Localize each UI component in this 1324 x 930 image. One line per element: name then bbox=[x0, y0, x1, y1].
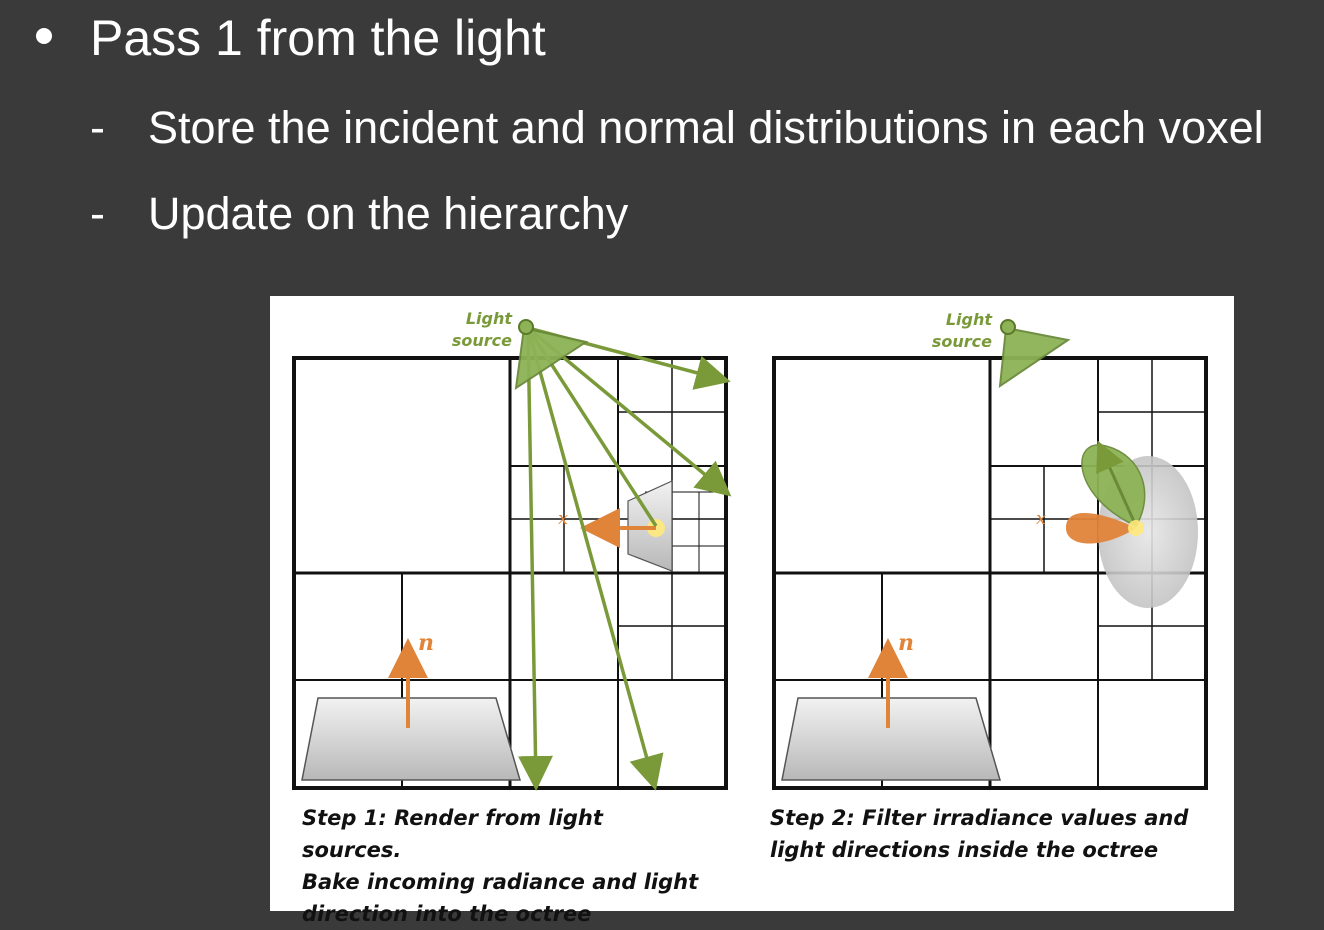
octree-figure: x bbox=[270, 296, 1234, 926]
irradiance-lobe bbox=[1065, 513, 1136, 544]
light-source-label-2: Light source bbox=[920, 309, 992, 353]
light-source-cone bbox=[514, 326, 589, 391]
caption-step-2: Step 2: Filter irradiance values and lig… bbox=[770, 806, 1189, 862]
voxel-x-marker: x bbox=[558, 508, 568, 529]
panel-1: x bbox=[292, 319, 732, 791]
bullet-dot bbox=[36, 28, 52, 44]
sub-bullet-text: Store the incident and normal distributi… bbox=[148, 102, 1264, 153]
sub-bullet-dash: - bbox=[90, 102, 105, 153]
light-source-cone bbox=[998, 326, 1071, 389]
normal-label-2: n bbox=[898, 630, 914, 656]
mean-light-direction-arrow bbox=[1096, 440, 1138, 527]
light-label-line: source bbox=[931, 332, 992, 351]
panel-2: x bbox=[772, 319, 1208, 790]
bullet-title: Pass 1 from the light bbox=[90, 10, 546, 66]
light-source-label-1: Light source bbox=[440, 308, 512, 352]
light-rays bbox=[518, 326, 732, 791]
surface-object bbox=[301, 697, 522, 781]
light-source-icon bbox=[518, 319, 534, 335]
light-label-line: Light bbox=[465, 309, 512, 328]
light-source-icon bbox=[1000, 319, 1016, 335]
octree-grid-2 bbox=[772, 356, 1208, 790]
light-label-line: Light bbox=[945, 310, 992, 329]
surface-object bbox=[781, 697, 1002, 781]
light-label-line: source bbox=[451, 331, 512, 350]
octree-diagram-svg: x bbox=[292, 319, 1208, 791]
voxel-x-marker: x bbox=[1036, 508, 1046, 529]
sub-bullet-text: Update on the hierarchy bbox=[148, 188, 629, 239]
sub-bullet-dash: - bbox=[90, 188, 105, 239]
caption-step-1: Step 1: Render from light sources. Bake … bbox=[302, 806, 699, 926]
filtered-light-glow bbox=[1128, 520, 1144, 536]
normal-label-1: n bbox=[418, 630, 434, 656]
